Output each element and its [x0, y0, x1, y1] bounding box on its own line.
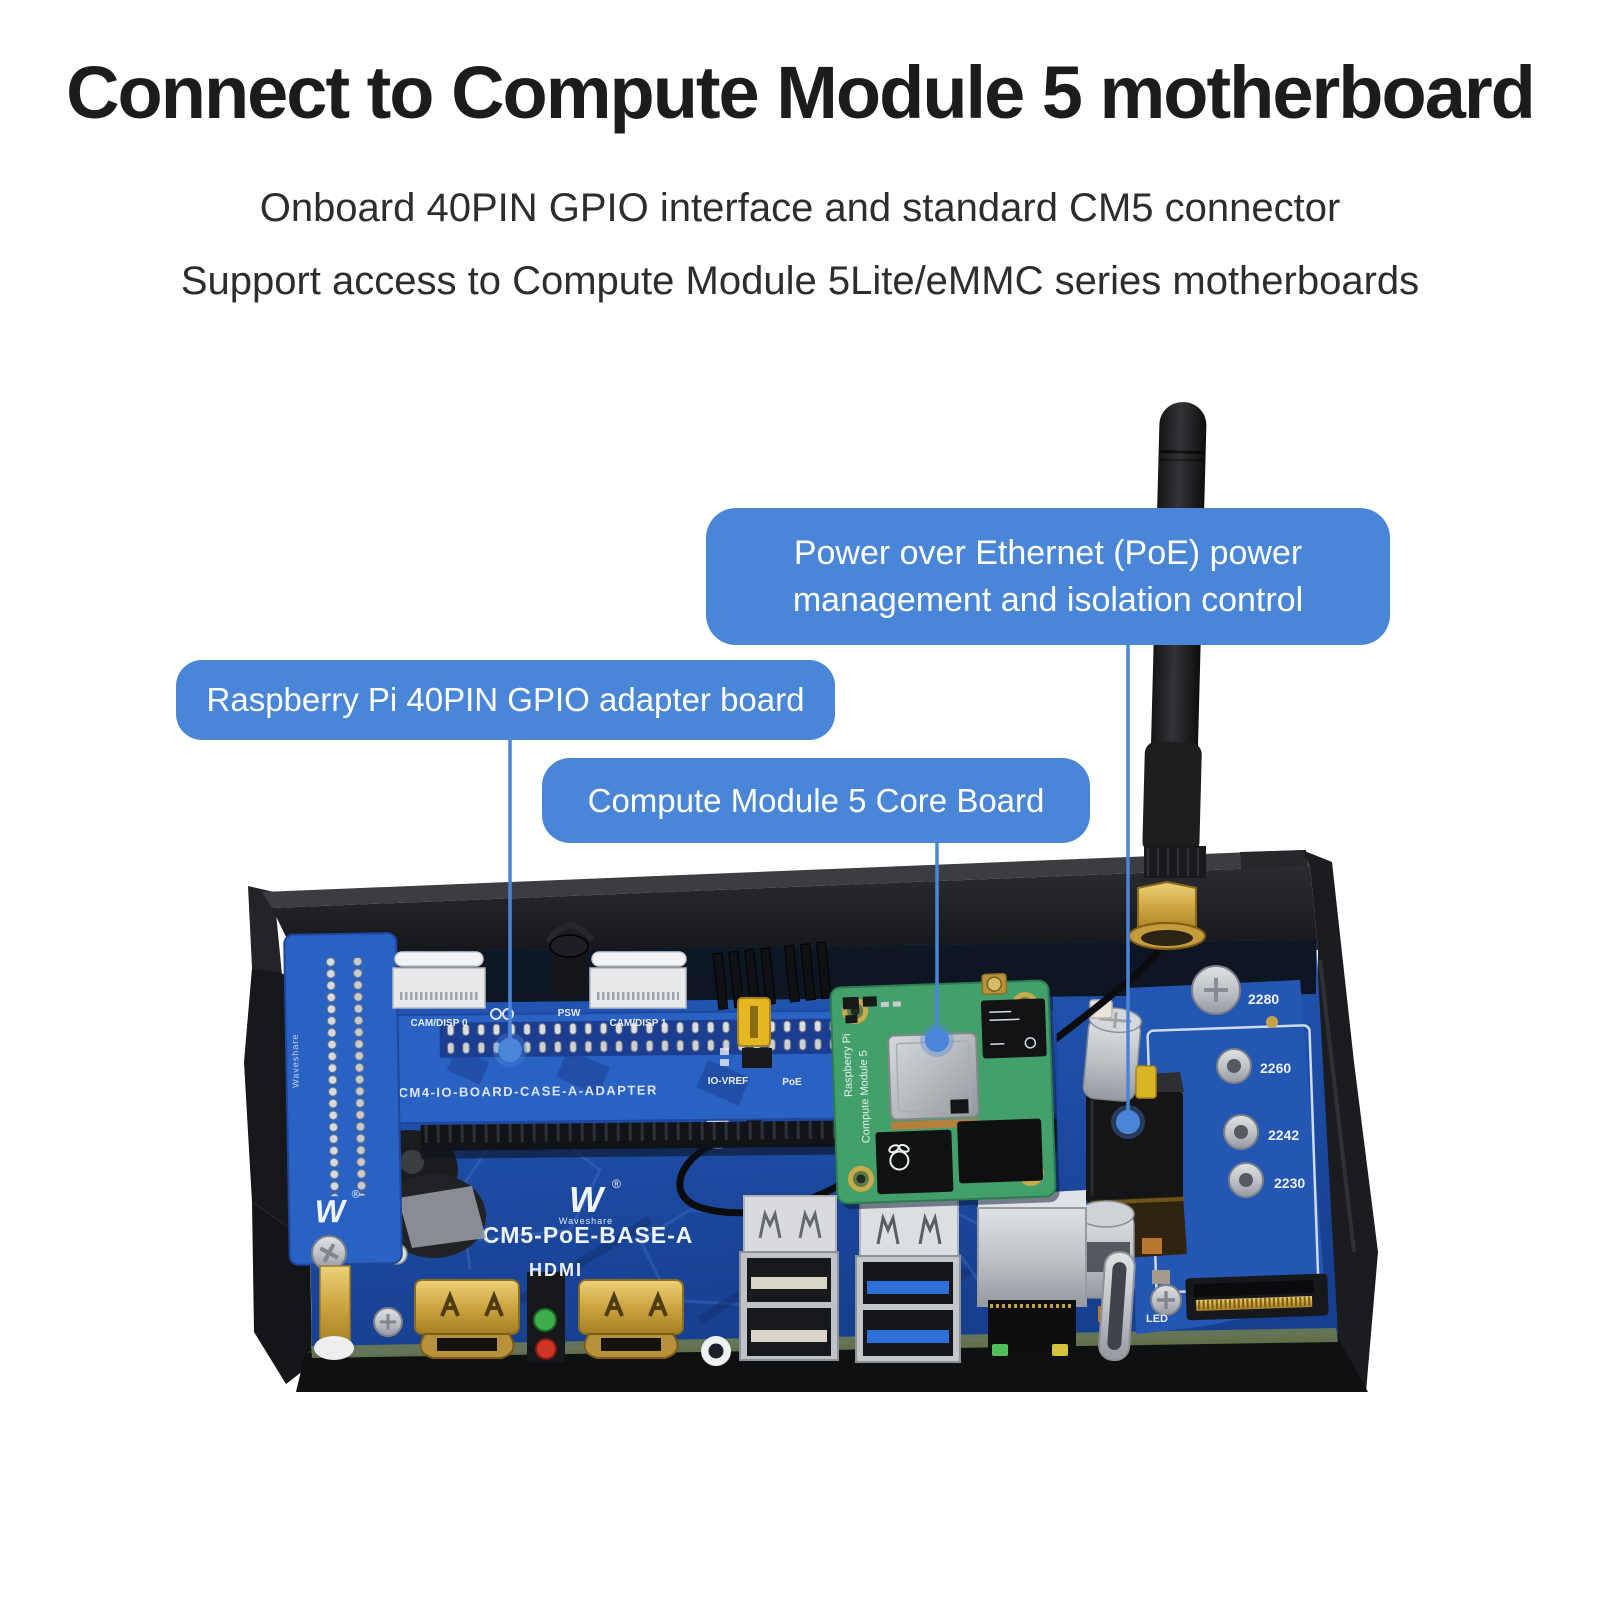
svg-text:W: W: [315, 1193, 349, 1230]
hdmi-ports: HDMI: [414, 1260, 684, 1362]
waveshare-text: Waveshare: [559, 1216, 613, 1226]
m2-label-2230: 2230: [1274, 1175, 1305, 1191]
page-title: Connect to Compute Module 5 motherboard: [66, 51, 1536, 134]
waveshare-mark: W: [569, 1179, 606, 1220]
callout-cm5-core-board: Compute Module 5 Core Board: [542, 758, 1090, 843]
base-board-branding: W ® Waveshare CM5-PoE-BASE-A: [483, 1177, 694, 1248]
svg-text:®: ®: [612, 1177, 621, 1191]
m2-label-2280: 2280: [1248, 991, 1279, 1007]
usb2-ports: [739, 1195, 839, 1361]
cam-disp-0-label: CAM/DISP 0: [410, 1018, 467, 1029]
base-board-name: CM5-PoE-BASE-A: [483, 1222, 694, 1248]
callout-cm5-label: Compute Module 5 Core Board: [587, 781, 1045, 819]
psw-label: PSW: [558, 1008, 581, 1019]
cam-disp-1-label: CAM/DISP 1: [609, 1018, 666, 1029]
led-label: LED: [1146, 1313, 1168, 1325]
hdmi-label: HDMI: [529, 1260, 583, 1280]
jumper-headers: IO-VREF PoE: [708, 941, 832, 1088]
cm5-silk-compute-module-5: Compute Module 5: [857, 1050, 872, 1143]
m2-label-2260: 2260: [1260, 1060, 1291, 1076]
callout-gpio-adapter: Raspberry Pi 40PIN GPIO adapter board: [176, 660, 835, 740]
m2-label-2242: 2242: [1268, 1127, 1299, 1143]
status-led-red: [535, 1338, 557, 1360]
subtitle-line-1: Onboard 40PIN GPIO interface and standar…: [259, 186, 1341, 230]
power-switch: PSW: [545, 922, 595, 1019]
poe-silk-label: PoE: [782, 1077, 802, 1088]
callout-gpio-label: Raspberry Pi 40PIN GPIO adapter board: [206, 681, 805, 718]
ethernet-port: [977, 1190, 1087, 1358]
sma-antenna-connector: [1128, 846, 1206, 950]
raspberry-pi-logo: [888, 1143, 910, 1171]
svg-text:®: ®: [352, 1189, 360, 1201]
m2-slot: [1185, 1273, 1329, 1321]
callout-poe-line2: management and isolation control: [792, 580, 1304, 619]
io-vref-label: IO-VREF: [708, 1076, 749, 1087]
cam-disp-connectors: CAM/DISP 0 CAM/DISP 1: [392, 951, 687, 1029]
cm5-core-board: Raspberry Pi Compute Module 5: [829, 973, 1060, 1210]
callout-poe: Power over Ethernet (PoE) power manageme…: [706, 508, 1390, 645]
status-led-green: [533, 1308, 557, 1332]
cm5-ram-chip: [980, 998, 1047, 1059]
leader-lines: [508, 642, 1130, 1122]
usb3-ports: [855, 1199, 961, 1363]
cm5-emmc-chip: [875, 1129, 954, 1195]
cm5-silk-raspberry-pi: Raspberry Pi: [841, 1033, 855, 1097]
adapter-brand-vertical: Waveshare: [290, 1034, 301, 1088]
subtitle-line-2: Support access to Compute Module 5Lite/e…: [180, 259, 1420, 303]
callout-poe-line1: Power over Ethernet (PoE) power: [793, 533, 1303, 572]
leader-dots: [493, 1023, 1145, 1139]
usb-c-port: [1098, 1251, 1136, 1362]
adapter-board-label: CM4-IO-BOARD-CASE-A-ADAPTER: [399, 1082, 658, 1100]
